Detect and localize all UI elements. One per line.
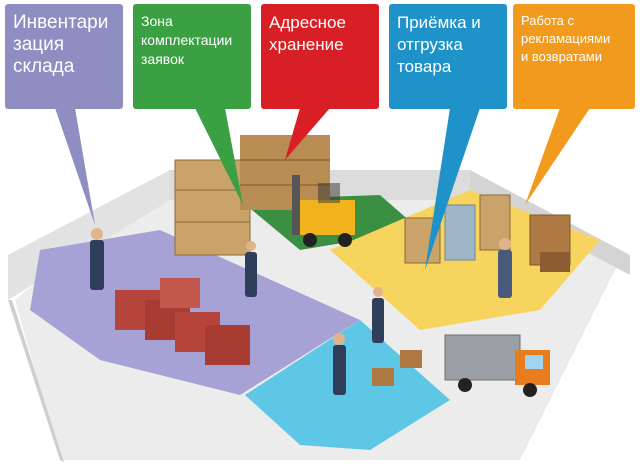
inventory-callout-tail <box>55 108 95 225</box>
returns-callout: Работа с рекламациями и возвратами <box>513 4 635 109</box>
address-callout-tail <box>285 108 330 160</box>
inventory-pallets <box>115 278 250 365</box>
picking-callout: Зона комплектации заявок <box>133 4 251 109</box>
address-callout: Адресное хранение <box>261 4 379 109</box>
workers <box>90 228 512 395</box>
receiving-callout-tail <box>425 108 480 270</box>
inventory-callout-label: Инвентари зация склада <box>13 12 109 77</box>
storage-rack <box>174 135 330 256</box>
shipping-zone <box>245 320 450 450</box>
shipping-boxes <box>372 350 422 386</box>
receiving-callout-label: Приёмка и отгрузка товара <box>397 13 481 76</box>
receiving-callout: Приёмка и отгрузка товара <box>389 4 507 109</box>
forklift <box>292 175 355 247</box>
warehouse-front-wall <box>8 300 64 462</box>
inventory-callout: Инвентари зация склада <box>5 4 123 109</box>
address-callout-label: Адресное хранение <box>269 13 346 54</box>
returns-callout-tail <box>525 108 590 205</box>
receiving-boxes <box>404 194 571 272</box>
truck <box>444 334 550 397</box>
picking-callout-label: Зона комплектации заявок <box>141 13 233 67</box>
picking-callout-tail <box>195 108 243 205</box>
returns-callout-label: Работа с рекламациями и возвратами <box>521 13 611 64</box>
